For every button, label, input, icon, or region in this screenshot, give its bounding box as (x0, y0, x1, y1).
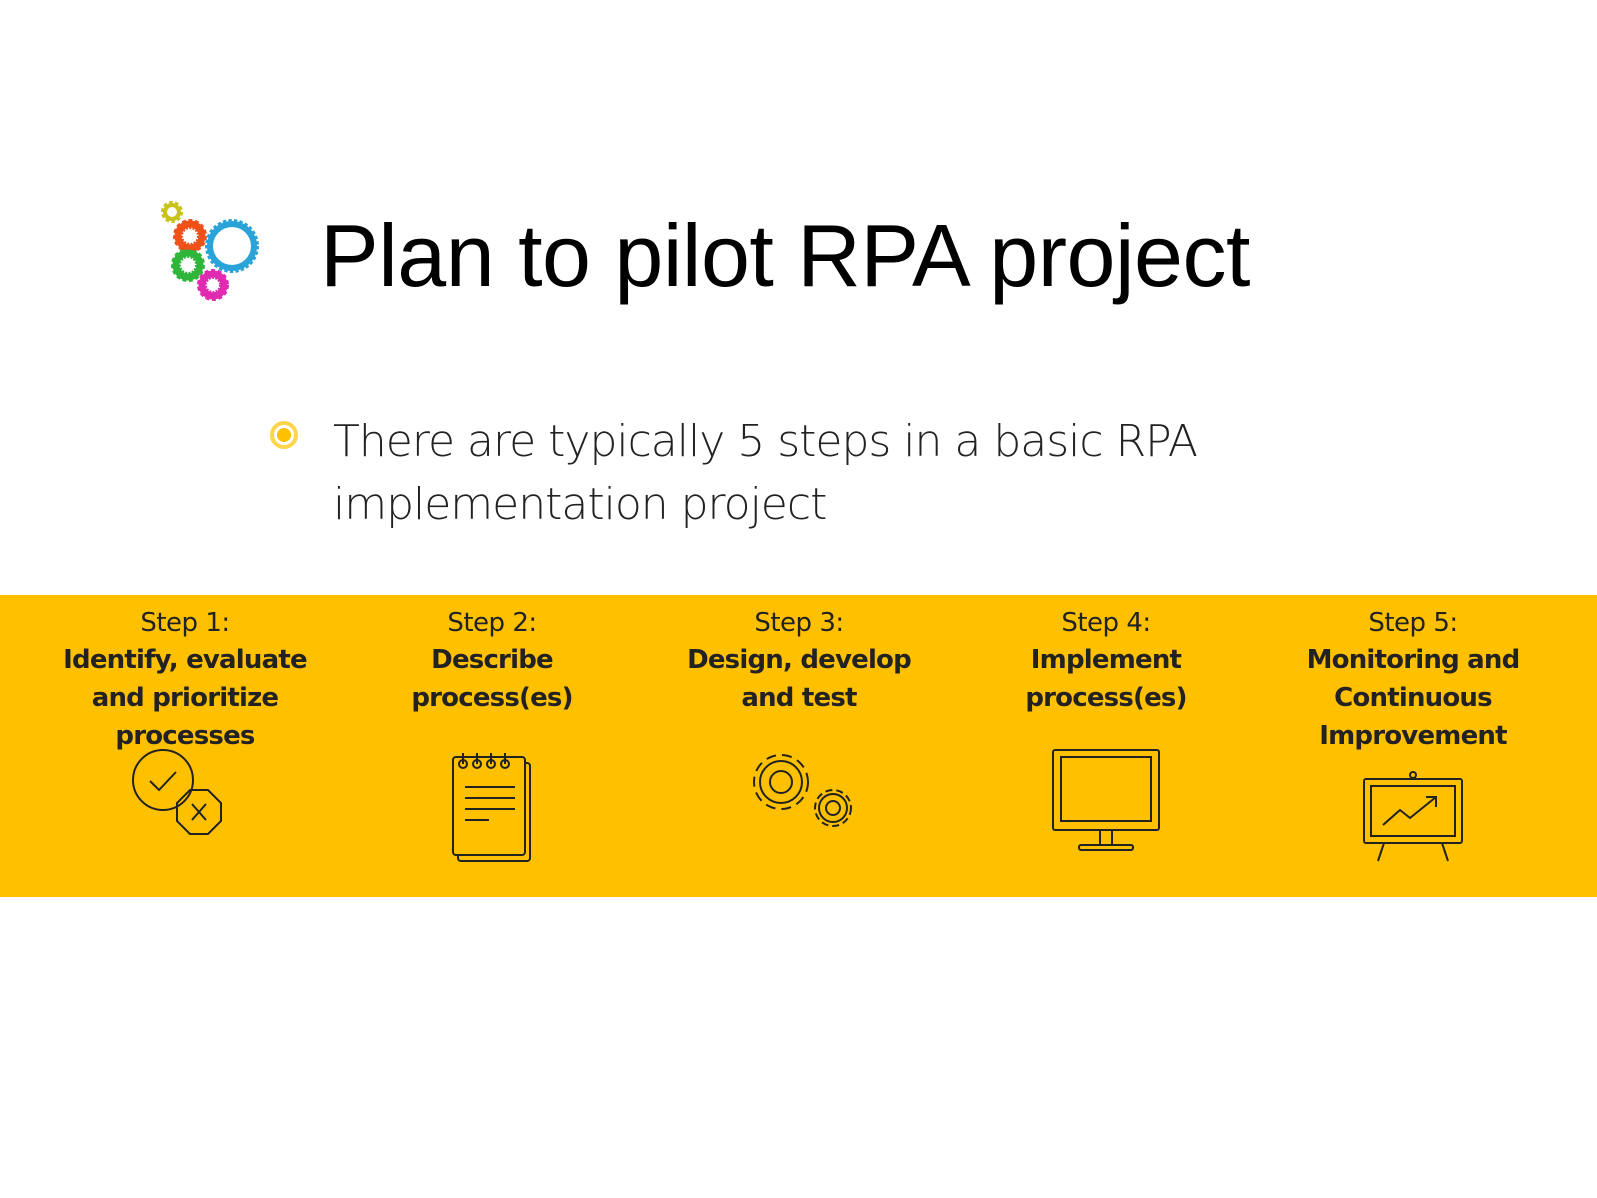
step-number: Step 2: (447, 608, 537, 638)
step-name: Implement process(es) (1025, 645, 1187, 713)
step-name: Design, develop and test (687, 645, 912, 713)
step-1: Step 1: Identify, evaluate and prioritiz… (35, 605, 335, 755)
step-name: Describe process(es) (411, 645, 573, 713)
gears-logo-icon (158, 198, 264, 308)
step-number: Step 5: (1368, 608, 1458, 638)
presentation-chart-icon (1348, 745, 1478, 865)
gears-icon (734, 745, 864, 865)
step-number: Step 1: (140, 608, 230, 638)
notepad-icon (427, 745, 557, 865)
bullet-icon (270, 421, 298, 449)
bullet-text: There are typically 5 steps in a basic R… (333, 416, 1198, 530)
step-3: Step 3: Design, develop and test (649, 605, 949, 717)
step-2: Step 2: Describe process(es) (342, 605, 642, 717)
step-number: Step 3: (754, 608, 844, 638)
step-name: Monitoring and Continuous Improvement (1306, 645, 1521, 751)
steps-band: Step 1: Identify, evaluate and prioritiz… (0, 595, 1597, 897)
step-5: Step 5: Monitoring and Continuous Improv… (1263, 605, 1563, 755)
step-number: Step 4: (1061, 608, 1151, 638)
slide-title: Plan to pilot RPA project (320, 206, 1250, 305)
monitor-icon (1041, 745, 1171, 865)
step-4: Step 4: Implement process(es) (956, 605, 1256, 717)
check-and-cross-icon (120, 745, 250, 865)
step-name: Identify, evaluate and prioritize proces… (63, 645, 308, 751)
